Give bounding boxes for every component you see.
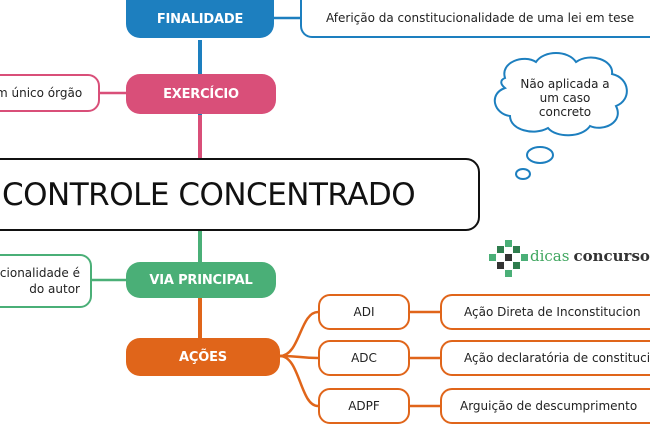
logo-text: dicas concursos (530, 244, 650, 268)
via-principal-text-line-2: do autor (29, 282, 80, 296)
acao-abbr-adc: ADC (351, 351, 377, 365)
cloud-text: Não aplicada a um caso concreto (520, 77, 610, 119)
exercicio-text: m único órgão (0, 86, 83, 100)
connector-acoes-adpf (279, 354, 319, 408)
thought-cloud (493, 52, 628, 180)
exercicio-node[interactable]: EXERCÍCIO (126, 74, 276, 114)
exercicio-label: EXERCÍCIO (163, 86, 239, 102)
finalidade-label: FINALIDADE (156, 11, 244, 27)
via-principal-text-line-1: cionalidade é (0, 266, 80, 280)
acao-item-abbr-adi[interactable]: ADI (318, 294, 410, 330)
center-node[interactable]: CONTROLE CONCENTRADO (0, 158, 480, 231)
acao-item-desc-adpf[interactable]: Arguição de descumprimento (440, 388, 650, 424)
acao-desc-adi: Ação Direta de Inconstitucion (464, 305, 641, 319)
connector-acoes-adi (279, 310, 319, 358)
acao-abbr-adi: ADI (353, 305, 375, 319)
acao-desc-adpf: Arguição de descumprimento (460, 399, 638, 413)
acao-abbr-adpf: ADPF (348, 399, 380, 413)
finalidade-node[interactable]: FINALIDADE (126, 0, 274, 38)
logo-word-dicas: dicas (530, 247, 570, 265)
via-principal-label: VIA PRINCIPAL (149, 272, 253, 288)
finalidade-text: Aferição da constitucionalidade de uma l… (326, 11, 635, 25)
cloud-text-box: Não aplicada a um caso concreto (512, 72, 618, 124)
finalidade-text-box[interactable]: Aferição da constitucionalidade de uma l… (300, 0, 650, 38)
acao-item-desc-adi[interactable]: Ação Direta de Inconstitucion (440, 294, 650, 330)
acao-item-desc-adc[interactable]: Ação declaratória de constitucio (440, 340, 650, 376)
via-principal-node[interactable]: VIA PRINCIPAL (126, 262, 276, 298)
acoes-label: AÇÕES (179, 349, 227, 365)
acao-desc-adc: Ação declaratória de constitucio (464, 351, 650, 365)
acoes-node[interactable]: AÇÕES (126, 338, 280, 376)
acao-item-abbr-adpf[interactable]: ADPF (318, 388, 410, 424)
logo-word-concursos: concursos (573, 247, 650, 265)
logo-cubes-icon (489, 240, 528, 277)
center-title: CONTROLE CONCENTRADO (2, 176, 416, 213)
via-principal-text-box[interactable]: cionalidade é do autor (0, 254, 92, 308)
exercicio-text-box[interactable]: m único órgão (0, 74, 100, 112)
acao-item-abbr-adc[interactable]: ADC (318, 340, 410, 376)
